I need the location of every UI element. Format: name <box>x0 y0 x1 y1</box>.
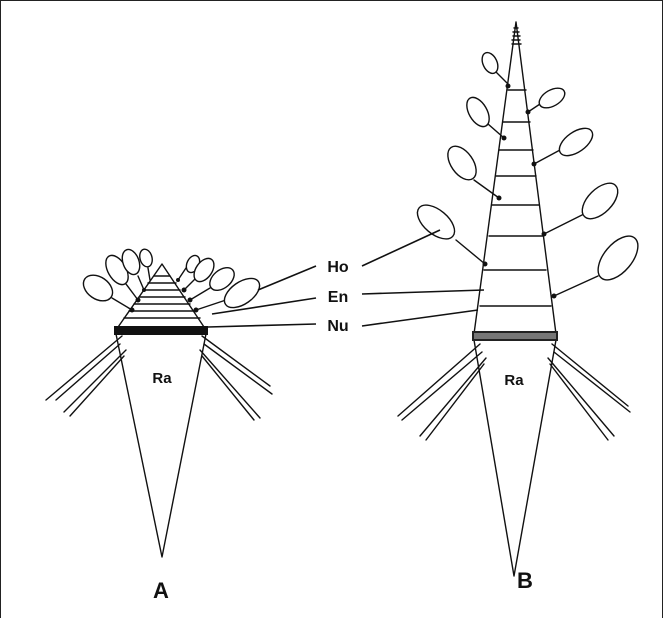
leaves-b-right <box>528 84 645 296</box>
lateral-roots-b-right <box>548 344 630 440</box>
leader-nu-right <box>362 310 478 326</box>
leader-en-right <box>362 290 484 294</box>
lateral-roots-b-left <box>398 344 486 440</box>
panel-label-a: A <box>153 578 169 603</box>
label-nu: Nu <box>327 318 348 335</box>
leaves-b-left <box>411 50 508 264</box>
lateral-roots-a-left <box>46 336 126 416</box>
label-ra-b: Ra <box>504 372 524 389</box>
panel-label-b: B <box>517 568 533 593</box>
plant-b <box>398 22 645 576</box>
label-ra-a: Ra <box>152 370 172 387</box>
plant-a <box>46 247 272 557</box>
label-ho: Ho <box>327 259 349 276</box>
root-a <box>116 334 206 557</box>
node-band-b-texture <box>474 333 556 339</box>
leader-ho-right <box>362 230 440 266</box>
node-band-a <box>114 326 208 335</box>
lateral-roots-a-right <box>200 336 272 420</box>
leader-nu-left <box>208 324 316 327</box>
internodes-b <box>480 90 551 306</box>
label-en: En <box>328 289 348 306</box>
leader-ho-left <box>258 266 316 290</box>
